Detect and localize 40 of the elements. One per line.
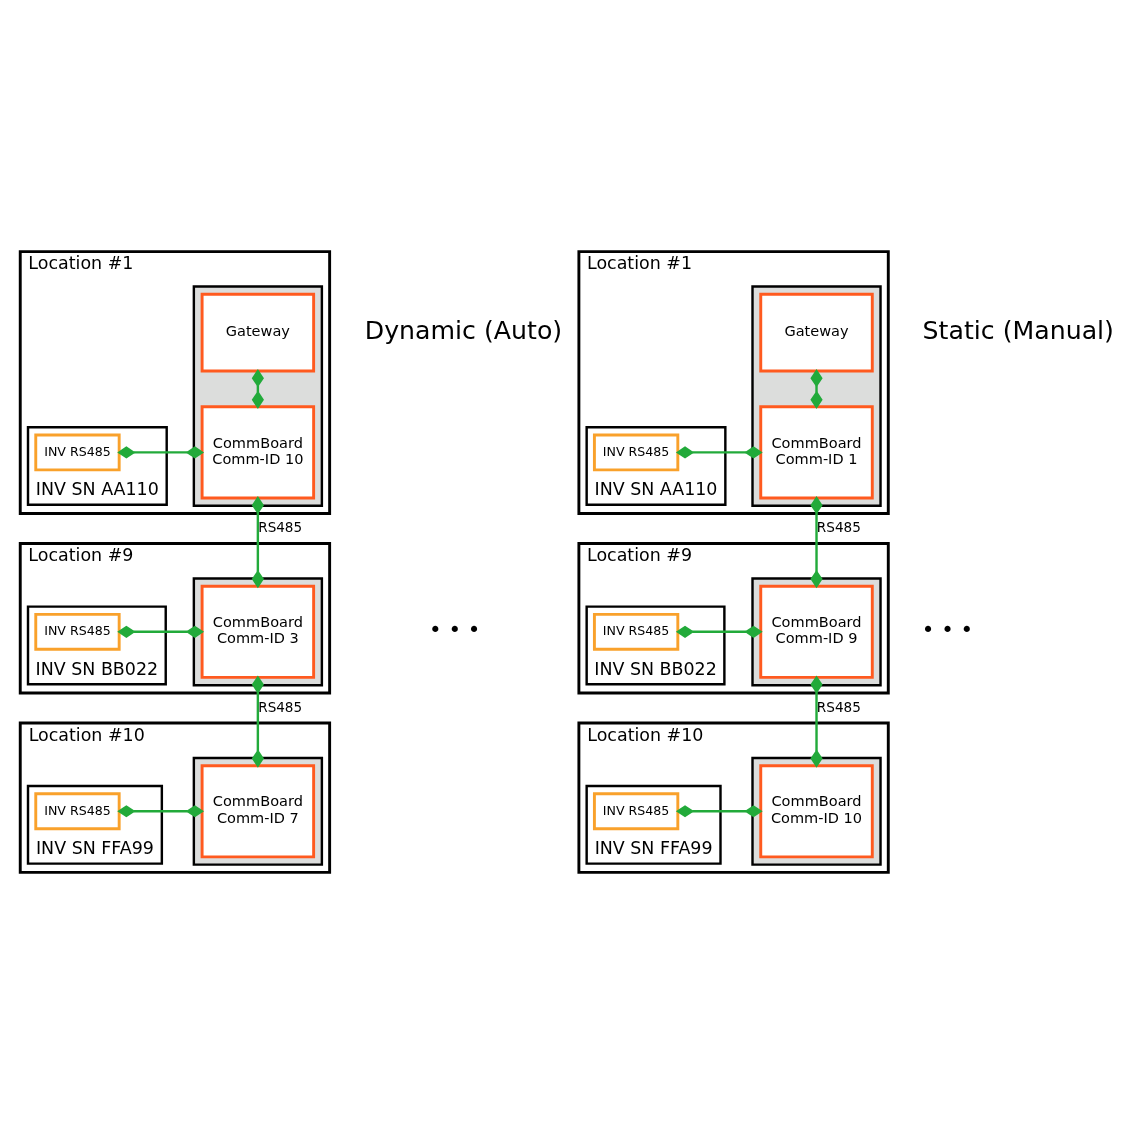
node-box: Gateway	[200, 292, 316, 373]
node-box: Gateway	[759, 292, 874, 373]
node-box: CommBoard Comm-ID 9	[759, 584, 874, 679]
connector	[251, 675, 264, 768]
cluster	[751, 756, 882, 866]
connector	[675, 625, 763, 638]
node-box: INV RS485	[592, 792, 680, 831]
connector	[251, 495, 264, 589]
node-box: CommBoard Comm-ID 7	[200, 764, 316, 859]
node-box: INV RS485	[34, 433, 121, 472]
connector	[117, 446, 205, 459]
node-box: CommBoard Comm-ID 1	[759, 405, 874, 500]
edge-label: RS485	[816, 519, 861, 536]
edge-label: RS485	[258, 519, 303, 536]
node-box: CommBoard Comm-ID 3	[200, 584, 316, 679]
connector	[251, 369, 264, 409]
connector	[675, 805, 763, 818]
connector	[675, 446, 763, 459]
label: Dynamic (Auto)	[364, 315, 563, 345]
label: • • •	[921, 617, 974, 643]
cluster	[751, 285, 882, 507]
label: • • •	[429, 617, 481, 643]
cluster	[192, 577, 324, 687]
connector	[810, 495, 823, 589]
edge-label: RS485	[816, 698, 861, 715]
node-box: INV RS485	[592, 612, 680, 651]
node-box: CommBoard Comm-ID 10	[759, 764, 874, 859]
cluster	[192, 756, 324, 866]
cluster	[192, 285, 324, 507]
connector	[117, 625, 205, 638]
edge-label: RS485	[258, 698, 303, 715]
connector	[810, 675, 823, 768]
connector	[117, 805, 205, 818]
connector	[810, 369, 823, 409]
node-box: CommBoard Comm-ID 10	[200, 405, 316, 500]
node-box: INV RS485	[34, 612, 121, 651]
cluster	[751, 577, 882, 687]
node-box: INV RS485	[34, 792, 121, 831]
label: Static (Manual)	[922, 315, 1114, 345]
node-box: INV RS485	[592, 433, 680, 472]
